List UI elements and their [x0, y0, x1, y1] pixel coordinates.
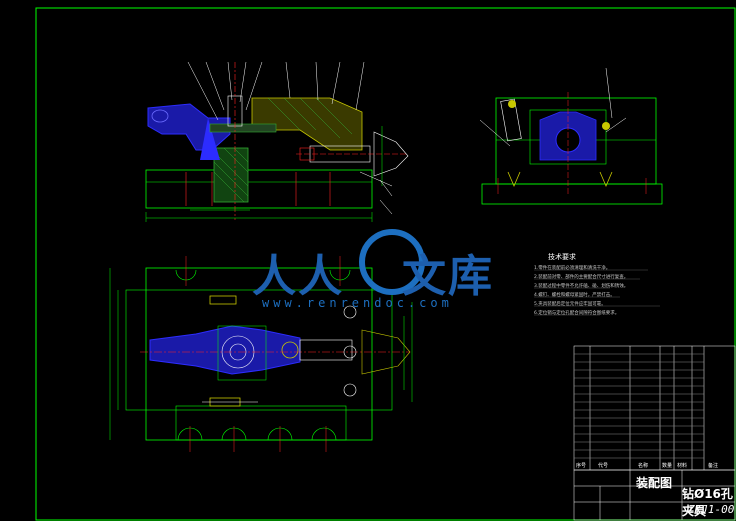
front-view — [145, 61, 409, 222]
side-view — [479, 67, 663, 205]
watermark-char: 人 — [252, 251, 298, 302]
parts-header-qty: 数量 — [662, 463, 673, 469]
drawing-code: ZKJ1-00 — [688, 503, 735, 516]
part-name: 钻Ø16孔夹具 — [682, 487, 733, 518]
tech-requirement-line: 3.装配过程中零件不允许磕、碰、划伤和锈蚀。 — [534, 284, 629, 289]
watermark-text: 人人 文库 — [252, 240, 494, 304]
tech-requirement-line: 4.螺钉、螺栓和螺母紧固时，严禁打击。 — [534, 293, 615, 298]
parts-header-index: 序号 — [576, 463, 587, 469]
tech-requirements-title: 技术要求 — [548, 253, 576, 261]
drawing-name: 装配图 — [636, 476, 673, 490]
watermark-char: 库 — [448, 251, 494, 302]
drawing-border — [35, 7, 736, 521]
parts-header-code: 代号 — [598, 463, 609, 469]
tech-requirement-line: 5.夹具装配后定位元件应牢固可靠。 — [534, 302, 606, 307]
top-view — [109, 256, 413, 452]
watermark-char: 人 — [298, 251, 344, 302]
tech-requirement-line: 1.零件在装配前必须清理和清洗干净。 — [534, 266, 611, 271]
tech-requirement-lines — [534, 269, 660, 316]
tech-requirement-line: 6.定位销与定位孔配合间隙符合图纸要求。 — [534, 311, 620, 316]
parts-header-material: 材料 — [677, 463, 688, 469]
parts-header-name: 名称 — [638, 463, 649, 469]
watermark-char: 文 — [402, 251, 448, 302]
tech-requirement-line: 2.装配前对零、部件的主要配合尺寸进行复查。 — [534, 275, 629, 280]
watermark-url: www.renrendoc.com — [262, 296, 453, 310]
parts-list-table — [573, 345, 736, 521]
watermark-logo-icon — [359, 229, 425, 295]
parts-header-remark: 备注 — [708, 463, 719, 469]
